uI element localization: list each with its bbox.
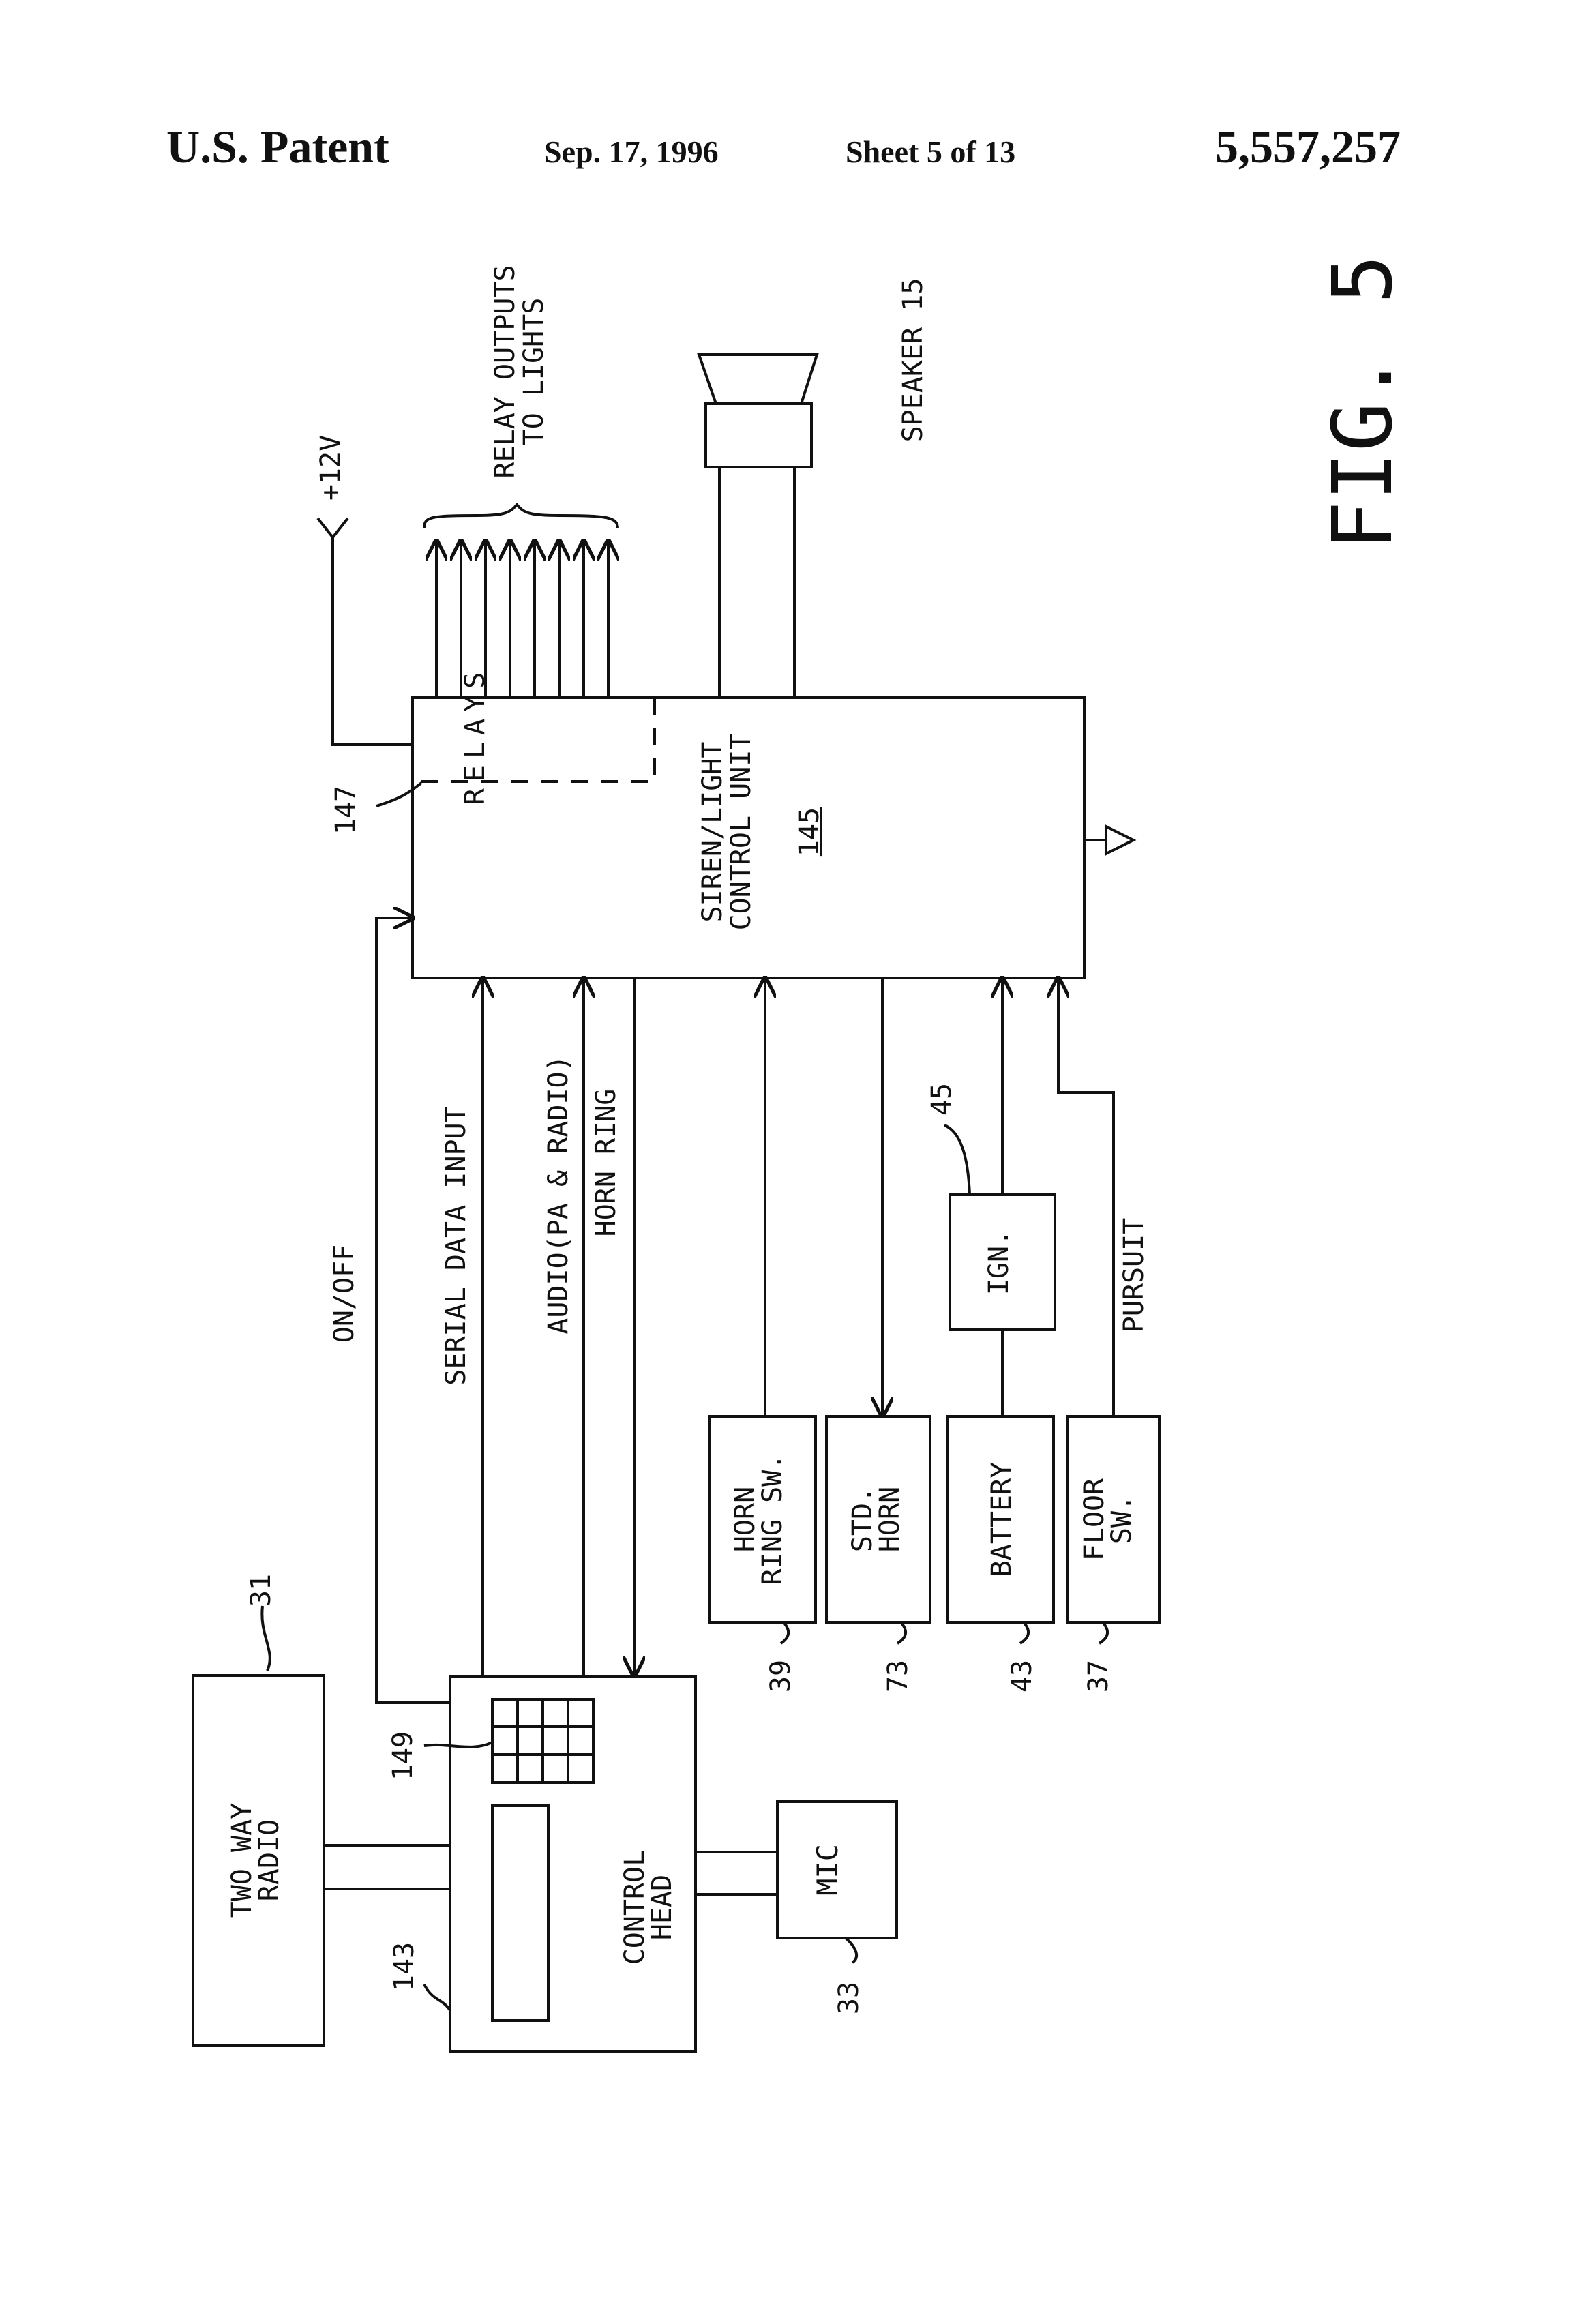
- patent-number: 5,557,257: [1215, 121, 1401, 173]
- horn-ring-switch: HORN RING SW. 39: [708, 978, 817, 1693]
- speaker: SPEAKER 15: [697, 278, 929, 698]
- relays-boundary: [413, 698, 656, 783]
- battery-label: BATTERY: [986, 1462, 1017, 1577]
- std-horn-ref: 73: [882, 1660, 914, 1693]
- relay-outputs-label-1: RELAY OUTPUTS: [490, 265, 521, 478]
- sheet-number: Sheet 5 of 13: [846, 134, 1015, 169]
- radio-head-bus: [324, 1844, 450, 1890]
- control-head-label-2: HEAD: [646, 1875, 678, 1940]
- ignition: IGN. 45: [926, 978, 1056, 1331]
- std-horn-label-2: HORN: [874, 1487, 906, 1552]
- ground-symbol: [1084, 824, 1137, 856]
- horn-ring-label: HORN RING: [591, 1089, 622, 1237]
- control-head-label-1: CONTROL: [619, 1850, 651, 1965]
- supply-label: +12V: [315, 435, 346, 501]
- siren-light-control-unit: SIREN/LIGHT CONTROL UNIT 145: [411, 696, 1137, 979]
- head-mic-bus: [696, 1851, 777, 1896]
- horn-ring-sw-ref: 39: [765, 1660, 796, 1693]
- patent-date: Sep. 17, 1996: [544, 134, 719, 169]
- standard-horn: STD. HORN 73: [825, 978, 931, 1693]
- outputs-brace: [423, 502, 619, 529]
- relays-ref-leader: [376, 781, 423, 807]
- control-unit-label-1: SIREN/LIGHT: [697, 742, 728, 923]
- battery: BATTERY 43: [946, 1330, 1055, 1693]
- on-off-line: [375, 918, 450, 1704]
- std-horn-label-1: STD.: [847, 1487, 878, 1552]
- relay-outputs: RELAY OUTPUTS TO LIGHTS: [423, 265, 619, 698]
- horn-ring-sw-label-1: HORN: [730, 1487, 761, 1552]
- mic: MIC 33: [776, 1800, 898, 2014]
- mic-ref: 33: [833, 1982, 865, 2014]
- display-window: [491, 1804, 550, 2022]
- floor-switch: FLOOR SW. PURSUIT 37: [1058, 978, 1161, 1693]
- radio-ref: 31: [245, 1574, 277, 1607]
- figure-label: FIG. 5: [1316, 254, 1411, 550]
- audio-label: AUDIO(PA & RADIO): [543, 1055, 574, 1334]
- page-header: U.S. Patent Sep. 17, 1996 Sheet 5 of 13 …: [166, 121, 1401, 173]
- keypad-ref: 149: [387, 1731, 419, 1781]
- pursuit-label: PURSUIT: [1118, 1218, 1150, 1333]
- supply-12v: +12V: [315, 435, 413, 746]
- ign-label: IGN.: [983, 1230, 1015, 1295]
- horn-ring-sw-label-2: RING SW.: [757, 1454, 788, 1585]
- ign-ref: 45: [926, 1083, 957, 1116]
- floor-sw-label-2: SW.: [1106, 1495, 1137, 1544]
- control-unit-label-2: CONTROL UNIT: [726, 734, 757, 931]
- patent-label: U.S. Patent: [166, 121, 389, 173]
- floor-sw-ref: 37: [1083, 1660, 1114, 1693]
- on-off-label: ON/OFF: [329, 1245, 360, 1343]
- battery-ref: 43: [1006, 1660, 1038, 1693]
- relays-ref: 147: [330, 786, 361, 835]
- radio-label-1: TWO WAY: [226, 1803, 258, 1918]
- relay-outputs-label-2: TO LIGHTS: [518, 298, 550, 446]
- control-unit-ref: 145: [794, 807, 825, 856]
- two-way-radio: TWO WAY RADIO 31: [192, 1574, 325, 2047]
- control-head: CONTROL HEAD 143 149: [387, 1675, 697, 2053]
- radio-label-2: RADIO: [254, 1819, 285, 1901]
- serial-data-label: SERIAL DATA INPUT: [441, 1106, 472, 1385]
- speaker-label: SPEAKER 15: [897, 278, 929, 443]
- control-head-ref: 143: [389, 1942, 420, 1991]
- mic-label: MIC: [811, 1844, 844, 1896]
- keypad: [491, 1698, 595, 1784]
- floor-sw-label-1: FLOOR: [1079, 1478, 1110, 1560]
